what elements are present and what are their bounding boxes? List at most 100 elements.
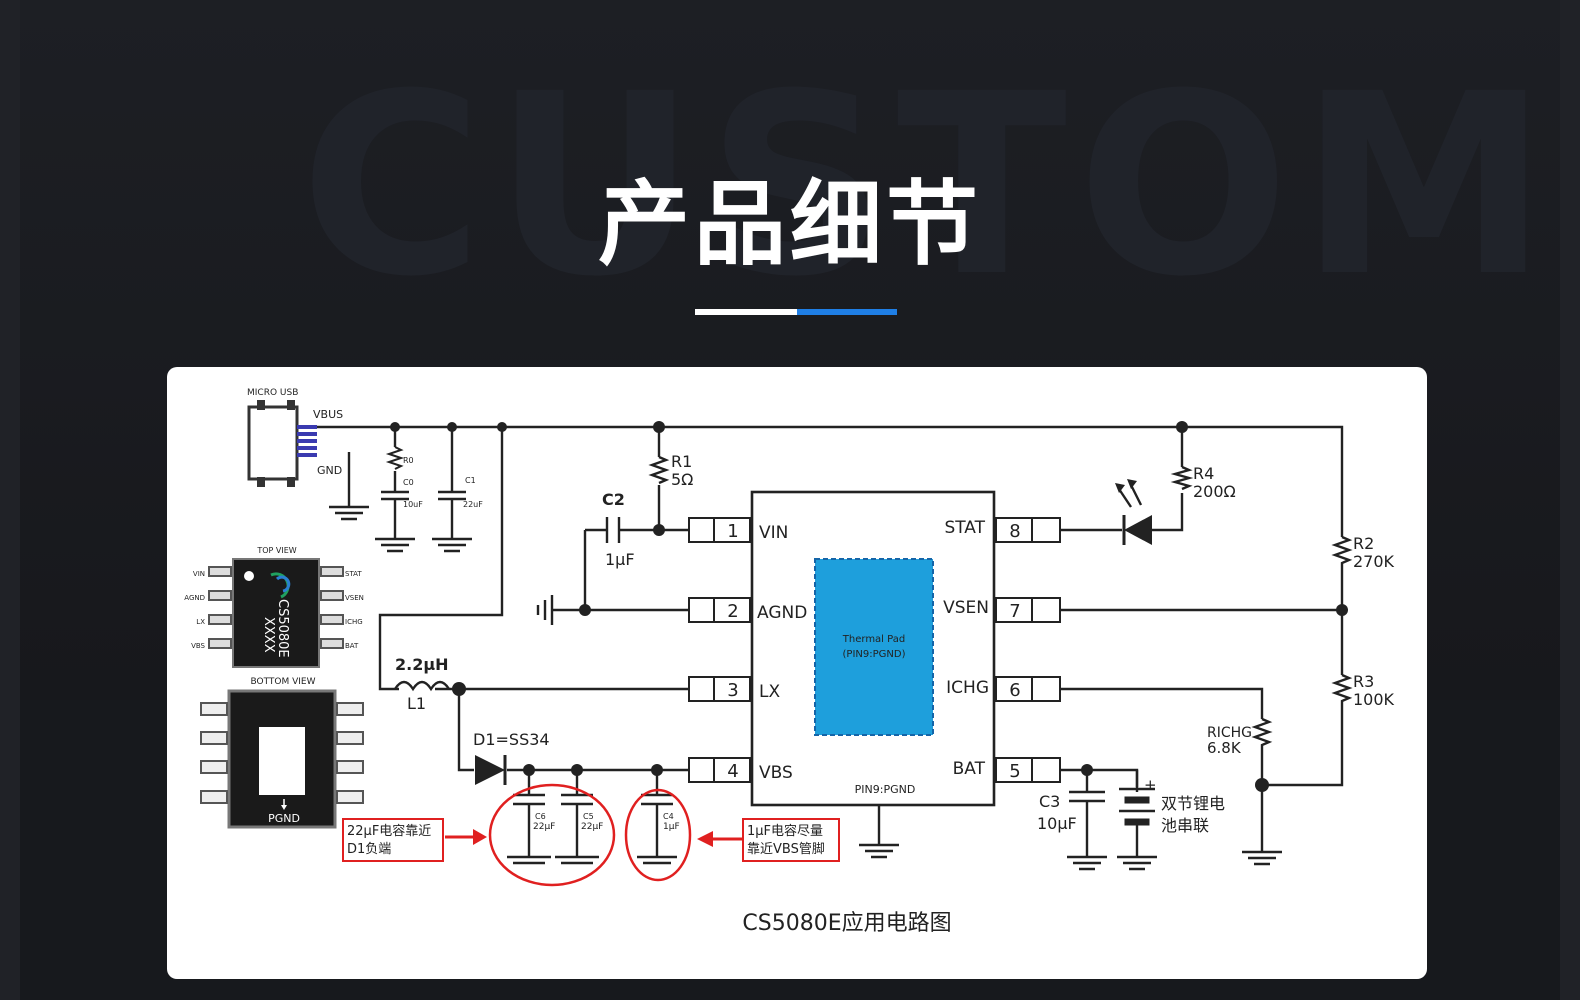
bottom-view-label: BOTTOM VIEW — [250, 677, 315, 687]
chip-pin-left-outer — [688, 757, 715, 783]
c3-symbol — [1069, 790, 1105, 857]
c2-symbol — [605, 517, 621, 543]
background-watermark: CUSTOM — [300, 40, 1559, 331]
package-bottom-pin-right — [336, 760, 364, 774]
pkg-left-pin-4: VBS — [191, 642, 205, 650]
r3-value: 100K — [1353, 690, 1395, 709]
package-bottom-pin-right — [336, 790, 364, 804]
chip-pin-right-num-box — [995, 676, 1033, 702]
thermal-pad — [814, 558, 934, 736]
pin-2-num: 2 — [727, 601, 738, 622]
pin-5-num: 5 — [1009, 761, 1020, 782]
pin9-label: PIN9:PGND — [855, 783, 916, 796]
note-left-line1: 22μF电容靠近 — [347, 823, 431, 839]
chip-pin-right-outer — [1031, 517, 1061, 543]
thermal-pad-line1: Thermal Pad — [842, 634, 905, 645]
r3-symbol — [1331, 673, 1353, 705]
circuit-diagram: MICRO USB VBUS GND R0 C0 10uF C1 22uF — [184, 388, 1395, 936]
c1-value: 22uF — [463, 500, 483, 509]
note-left-line2: D1负端 — [347, 842, 391, 857]
pkg-left-pin-3: LX — [196, 618, 205, 626]
richg-label: RICHG — [1207, 725, 1252, 741]
chip-pin-left-outer — [688, 597, 715, 623]
chip-pins — [688, 517, 1061, 783]
package-top-pin-left — [208, 590, 232, 601]
input-filter: R0 C0 10uF C1 22uF — [381, 446, 483, 539]
chip-pin-right-outer — [1031, 597, 1061, 623]
battery-plus: + — [1144, 776, 1157, 794]
richg-symbol — [1251, 717, 1273, 752]
d1-symbol — [475, 755, 505, 785]
pkg-left-pin-1: VIN — [193, 570, 205, 578]
r2-value: 270K — [1353, 552, 1395, 571]
circuit-card: MICRO USB VBUS GND R0 C0 10uF C1 22uF — [167, 367, 1427, 979]
battery-label-line1: 双节锂电 — [1161, 794, 1225, 813]
pin-1-name: VIN — [759, 523, 788, 543]
package-bottom-pin-left — [200, 790, 228, 804]
pin-4-name: VBS — [759, 763, 793, 783]
chip-pin-right-outer — [1031, 676, 1061, 702]
pkg-right-pin-3: ICHG — [345, 618, 363, 626]
pin-1-num: 1 — [727, 521, 738, 542]
package-bottom-pin-left — [200, 702, 228, 716]
l1-label: L1 — [407, 694, 426, 713]
usb-label: MICRO USB — [247, 388, 298, 398]
chip-pin-right-num-box — [995, 517, 1033, 543]
pin-3-name: LX — [759, 682, 780, 702]
page-title: 产品细节 — [597, 171, 982, 278]
package-top-pin-right — [320, 614, 344, 625]
package-top-pin-left — [208, 566, 232, 577]
c6-value: 22μF — [533, 822, 555, 832]
note-left-arrow — [473, 829, 487, 845]
c0-label: C0 — [403, 478, 414, 487]
d1-label: D1=SS34 — [473, 730, 550, 749]
richg-value: 6.8K — [1207, 739, 1242, 757]
pkg-right-pin-1: STAT — [345, 570, 362, 578]
note-left-box — [342, 818, 444, 862]
package-bottom-pins — [200, 702, 364, 804]
r4-value: 200Ω — [1193, 482, 1236, 501]
pin-8-num: 8 — [1009, 521, 1020, 542]
note-right-line2: 靠近VBS管脚 — [747, 841, 825, 857]
vbus-label: VBUS — [313, 408, 343, 421]
junctions — [390, 421, 1348, 792]
package-bottom-view: BOTTOM VIEW PGND — [227, 677, 337, 829]
c4-label: C4 — [663, 812, 674, 821]
l1-symbol — [393, 680, 451, 692]
r1-symbol — [648, 455, 670, 485]
r4-symbol — [1170, 465, 1194, 491]
l1-value: 2.2μH — [395, 655, 449, 674]
c5-label: C5 — [583, 812, 594, 821]
cs5080e-chip: Thermal Pad (PIN9:PGND) PIN9:PGND — [750, 490, 996, 807]
package-bottom-pin-left — [200, 731, 228, 745]
c1-label: C1 — [465, 476, 476, 485]
pin-4-num: 4 — [727, 761, 738, 782]
r2-label: R2 — [1353, 534, 1374, 553]
package-top-pin-left — [208, 638, 232, 649]
background-side-right — [1560, 0, 1580, 1000]
pin-5-name: BAT — [953, 759, 986, 779]
note-right-box — [742, 818, 840, 862]
background-side-left — [0, 0, 20, 1000]
battery-symbol — [1119, 787, 1155, 857]
stat-led — [1115, 479, 1152, 545]
annotation-circles — [488, 783, 692, 887]
c0-value: 10uF — [403, 500, 423, 509]
c4-value: 1μF — [663, 822, 680, 832]
chip-pin-left-num-box — [713, 676, 751, 702]
wires — [317, 425, 1344, 852]
pin-7-name: VSEN — [943, 598, 989, 618]
c6-label: C6 — [535, 812, 546, 821]
r2-symbol — [1331, 535, 1353, 567]
diagram-caption: CS5080E应用电路图 — [742, 911, 951, 936]
pin-3-num: 3 — [727, 680, 738, 701]
package-top-pins — [208, 566, 344, 649]
pin-6-num: 6 — [1009, 680, 1020, 701]
c3-value: 10μF — [1037, 814, 1077, 833]
package-part: CS5080E — [275, 599, 290, 658]
r1-label: R1 — [671, 452, 692, 471]
package-top-pin-left — [208, 614, 232, 625]
title-underline — [695, 309, 897, 315]
c2-value: 1μF — [605, 550, 635, 569]
chip-pin-left-num-box — [713, 597, 751, 623]
